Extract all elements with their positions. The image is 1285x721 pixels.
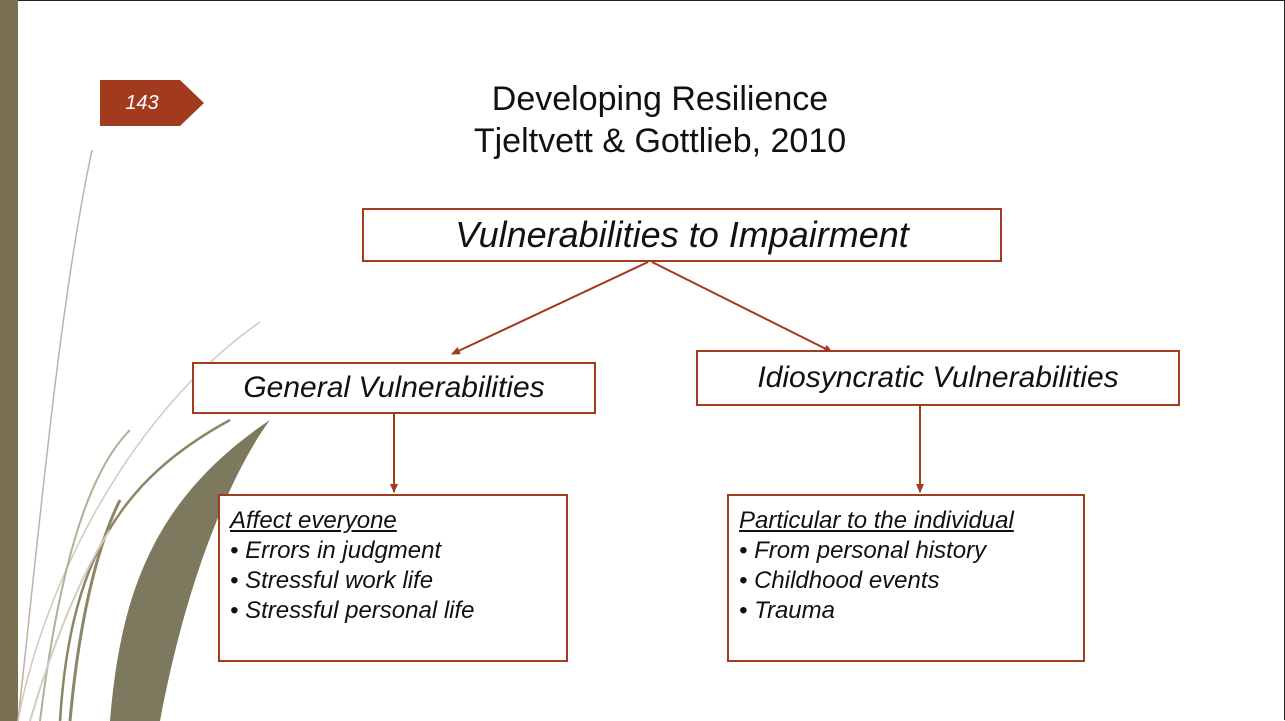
page-number: 143 [125,92,159,114]
idiosyncratic-vulnerabilities-list: Particular to the individual • From pers… [727,494,1085,662]
list-item: • Stressful work life [230,567,434,594]
page-number-tab [100,80,204,126]
general-vulnerabilities-list: Affect everyone • Errors in judgment • S… [218,494,568,662]
title-line-2: Tjeltvett & Gottlieb, 2010 [473,122,847,160]
connector-root-to-idiosyncratic [651,261,833,353]
slide-title: Developing Resilience Tjeltvett & Gottli… [380,78,940,162]
left-sidebar-stripe [0,0,18,721]
general-vulnerabilities-node: General Vulnerabilities [192,362,596,414]
connector-root-to-general [451,261,649,355]
list-heading: Affect everyone [230,507,397,534]
idiosyncratic-vulnerabilities-node: Idiosyncratic Vulnerabilities [696,350,1180,406]
list-item: • From personal history [739,537,987,564]
list-heading: Particular to the individual [739,507,1014,534]
list-item: • Childhood events [739,567,940,594]
title-line-1: Developing Resilience [491,80,829,118]
list-item: • Errors in judgment [230,537,442,564]
list-item: • Stressful personal life [230,597,475,624]
root-node: Vulnerabilities to Impairment [362,208,1002,262]
list-item: • Trauma [739,597,835,624]
